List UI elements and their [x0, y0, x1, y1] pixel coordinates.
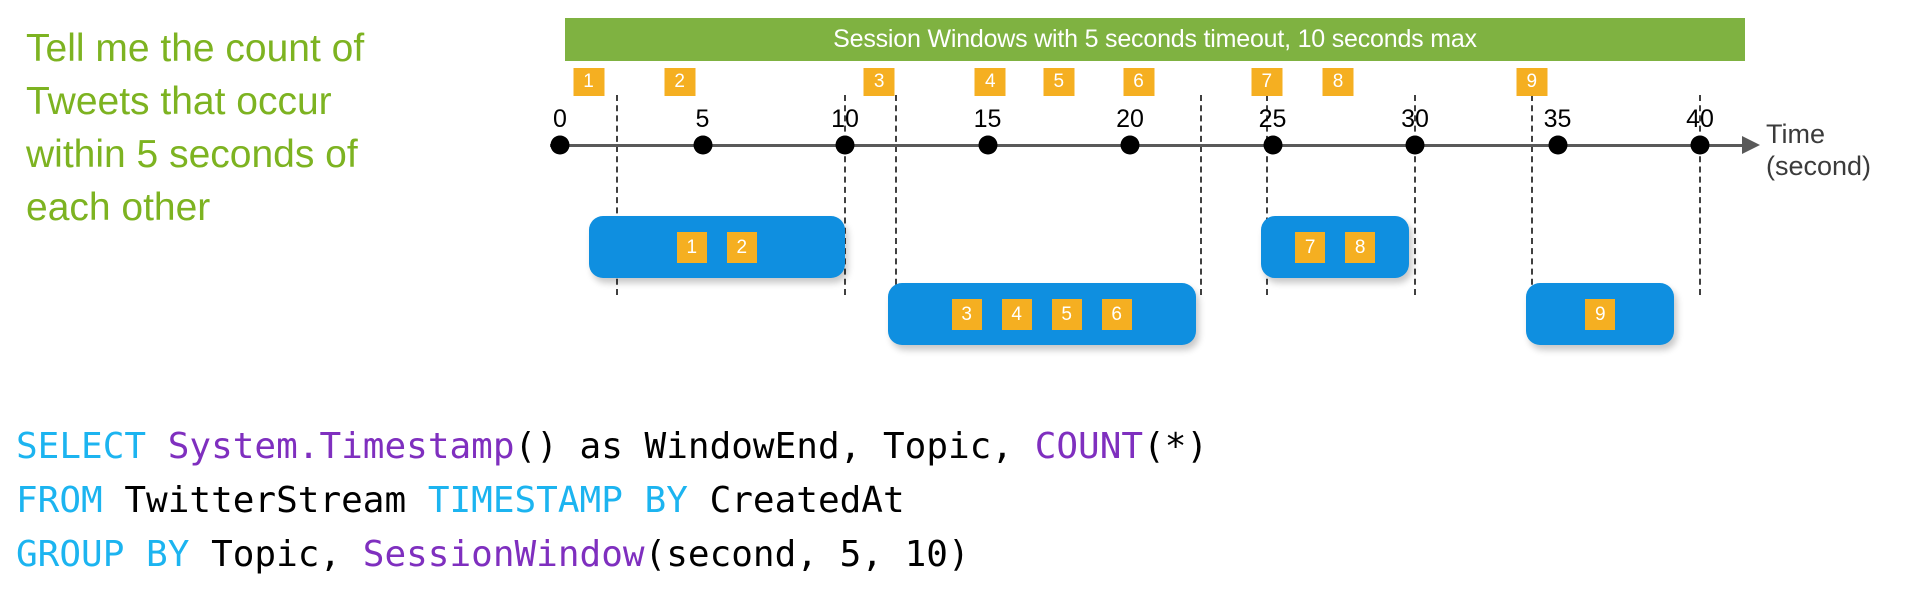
- sql-token: FROM: [16, 480, 103, 521]
- sql-query-line: FROM TwitterStream TIMESTAMP BY CreatedA…: [16, 474, 1208, 528]
- time-axis-dot: [550, 135, 570, 155]
- event-marker-9: 9: [1516, 68, 1548, 96]
- time-axis-dot: [1548, 135, 1567, 155]
- time-axis-dot: [1120, 135, 1140, 155]
- time-axis-arrow-icon: [1742, 136, 1760, 154]
- sql-query-block: SELECT System.Timestamp() as WindowEnd, …: [16, 420, 1208, 582]
- time-axis-tick-label: 30: [1401, 105, 1429, 133]
- window-event-marker-3: 3: [951, 298, 982, 330]
- time-axis-dot: [835, 135, 855, 155]
- time-axis-tick-label: 20: [1116, 105, 1144, 133]
- diagram-title-bar: Session Windows with 5 seconds timeout, …: [565, 18, 1745, 61]
- session-boundary-dashed-line: [1699, 95, 1701, 295]
- session-boundary-dashed-line: [616, 95, 618, 295]
- window-event-marker-7: 7: [1295, 231, 1326, 263]
- session-window-box: 9: [1526, 283, 1675, 345]
- time-axis-tick-label: 25: [1258, 105, 1287, 133]
- time-axis-dot: [693, 135, 712, 155]
- time-axis-dot: [1263, 135, 1282, 155]
- sql-token: SessionWindow: [362, 534, 645, 575]
- time-axis-tick-label: 0: [553, 105, 567, 133]
- session-boundary-dashed-line: [1414, 95, 1416, 295]
- event-marker-7: 7: [1251, 68, 1283, 96]
- window-event-marker-2: 2: [726, 231, 757, 263]
- sql-token: () as WindowEnd, Topic,: [514, 426, 1035, 467]
- event-marker-4: 4: [974, 68, 1006, 96]
- diagram-title: Session Windows with 5 seconds timeout, …: [833, 25, 1477, 53]
- event-marker-6: 6: [1123, 68, 1155, 96]
- time-axis-tick-label: 10: [831, 105, 859, 133]
- sql-token: GROUP BY: [16, 534, 190, 575]
- time-axis-tick-label: 5: [695, 105, 710, 133]
- sql-token: Topic,: [189, 534, 363, 575]
- event-marker-1: 1: [573, 68, 604, 96]
- sql-token: COUNT: [1034, 426, 1144, 467]
- time-axis-dot: [1405, 135, 1425, 155]
- session-boundary-dashed-line: [1265, 95, 1268, 295]
- sql-token: (second, 5, 10): [644, 534, 970, 575]
- sql-query-line: SELECT System.Timestamp() as WindowEnd, …: [16, 420, 1208, 474]
- session-boundary-dashed-line: [844, 95, 846, 295]
- event-marker-8: 8: [1322, 68, 1354, 96]
- sql-token: [146, 426, 168, 467]
- session-boundary-dashed-line: [1200, 95, 1203, 295]
- prompt-question-text: Tell me the count of Tweets that occur w…: [26, 27, 365, 229]
- session-window-diagram: Session Windows with 5 seconds timeout, …: [550, 18, 1872, 345]
- window-event-marker-9: 9: [1585, 298, 1616, 330]
- window-event-marker-1: 1: [676, 231, 707, 263]
- event-marker-2: 2: [664, 68, 696, 96]
- window-event-marker-5: 5: [1051, 298, 1082, 330]
- sql-token: System.Timestamp: [167, 426, 515, 467]
- session-boundary-dashed-line: [1530, 95, 1533, 295]
- event-marker-3: 3: [863, 68, 895, 96]
- sql-token: TwitterStream: [102, 480, 428, 521]
- window-event-marker-8: 8: [1345, 231, 1376, 263]
- sql-token: (*): [1143, 426, 1209, 467]
- session-boundary-dashed-line: [895, 95, 898, 295]
- sql-token: SELECT: [16, 426, 147, 467]
- time-axis-dot: [978, 135, 997, 155]
- time-axis-dot: [1690, 135, 1710, 155]
- event-marker-5: 5: [1043, 68, 1075, 96]
- window-event-marker-6: 6: [1101, 298, 1132, 330]
- time-axis-tick-label: 15: [973, 105, 1002, 133]
- time-axis-line: [550, 144, 1745, 147]
- sql-token: CreatedAt: [687, 480, 905, 521]
- sql-query-line: GROUP BY Topic, SessionWindow(second, 5,…: [16, 528, 1208, 582]
- sql-token: TIMESTAMP BY: [427, 480, 688, 521]
- time-axis-caption: Time (second): [1766, 119, 1872, 181]
- time-axis-tick-label: 40: [1686, 105, 1714, 133]
- time-axis-tick-label: 35: [1543, 105, 1572, 133]
- window-event-marker-4: 4: [1001, 298, 1032, 330]
